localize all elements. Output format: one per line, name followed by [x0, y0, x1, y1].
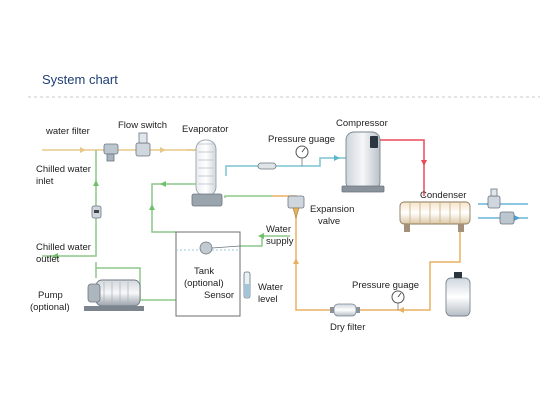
tank-to-pump-pipe: [95, 267, 176, 301]
pump-motor-ribs: [103, 282, 129, 304]
evaporator-base: [191, 193, 223, 207]
condenser-fins: [409, 202, 461, 224]
compressor: [341, 131, 385, 193]
evaporator-to-tank-pipe: [151, 183, 197, 233]
flow-arrows: [52, 147, 520, 313]
label-pump-line1: Pump: [38, 290, 63, 301]
compressor-foot: [341, 185, 385, 193]
expansion-valve-bulb: [292, 207, 300, 220]
arrow-left-icon: [52, 253, 58, 259]
water-level-gauge: [243, 271, 251, 299]
tank: [175, 231, 241, 317]
arrow-right-icon: [514, 215, 520, 221]
return-valve: [91, 205, 102, 219]
water-supply-pipe: [240, 235, 290, 247]
label-dry-filter: Dry filter: [330, 322, 365, 333]
arrow-up-icon: [293, 258, 299, 264]
pump-base: [84, 306, 144, 311]
flow-switch-head: [138, 132, 148, 144]
label-chilled-water-inlet-line1: Chilled water: [36, 164, 91, 175]
condenser-leg-right: [458, 224, 464, 232]
label-chilled-water-outlet-line1: Chilled water: [36, 242, 91, 253]
evaporator: [191, 139, 223, 207]
chart-title: System chart: [42, 72, 118, 87]
dry-filter: [330, 303, 360, 317]
dry-filter-cap-right: [356, 307, 360, 313]
condenser: [399, 201, 471, 232]
label-tank-line2: (optional): [184, 278, 224, 289]
label-flow-switch: Flow switch: [118, 120, 167, 131]
pump-head: [87, 283, 101, 303]
label-evaporator: Evaporator: [182, 124, 228, 135]
flow-switch: [135, 132, 151, 157]
return-valve-handle: [94, 210, 99, 213]
water-filter-body: [103, 143, 119, 155]
tank-float-ball: [199, 241, 213, 255]
arrow-left-icon: [160, 181, 166, 187]
label-water-supply-line1: Water: [266, 224, 291, 235]
arrow-right-icon: [160, 147, 166, 153]
label-water-level-line1: Water: [258, 282, 283, 293]
flow-switch-body: [135, 142, 151, 157]
pressure-gauge-top: [295, 145, 309, 166]
hot-gas-pipe: [380, 139, 425, 196]
arrow-left-icon: [398, 307, 404, 313]
label-chilled-water-inlet-line2: inlet: [36, 176, 54, 187]
dry-filter-cap-left: [330, 307, 334, 313]
label-pressure-guage-top: Pressure guage: [268, 134, 335, 145]
label-pressure-guage-bottom: Pressure guage: [352, 280, 419, 291]
expansion-valve-body: [287, 195, 305, 209]
arrow-up-icon: [149, 204, 155, 210]
arrow-down-icon: [421, 160, 427, 166]
condenser-valve-top: [487, 195, 501, 209]
pressure-gauge-bottom: [391, 290, 405, 310]
label-chilled-water-outlet-line2: outlet: [36, 254, 60, 265]
sight-glass: [257, 162, 277, 170]
condenser-leg-left: [404, 224, 410, 232]
water-filter-leg: [106, 153, 115, 162]
pump-motor: [95, 279, 141, 307]
component-labels: water filter Flow switch Evaporator Comp…: [30, 118, 466, 333]
water-filter: [103, 143, 119, 162]
liquid-receiver-cap: [454, 272, 462, 278]
liquid-pipe: [295, 216, 461, 311]
label-water-level-line2: level: [258, 294, 278, 305]
label-pump-line2: (optional): [30, 302, 70, 313]
evaporator-outlet-pipe: [224, 195, 272, 198]
evaporator-coil: [198, 143, 214, 185]
liquid-receiver-body: [445, 277, 471, 317]
condenser-filter: [499, 211, 515, 225]
dry-filter-body: [333, 303, 357, 317]
arrow-up-icon: [93, 180, 99, 186]
pressure-gauge-needle: [301, 147, 306, 153]
liquid-receiver: [445, 272, 471, 317]
label-sensor: Sensor: [204, 290, 234, 301]
water-level-fill: [245, 284, 249, 297]
arrow-right-icon: [80, 147, 86, 153]
compressor-terminal: [370, 136, 378, 148]
condenser-water-valve: [487, 188, 515, 225]
arrow-right-icon: [334, 155, 340, 161]
tank-float-arm: [211, 245, 241, 249]
label-expansion-valve-line2: valve: [318, 216, 340, 227]
suction-pipe: [225, 157, 346, 176]
expansion-valve: [287, 195, 305, 220]
label-tank-line1: Tank: [194, 266, 214, 277]
label-expansion-valve-line1: Expansion: [310, 204, 354, 215]
condenser-valve-handle: [490, 188, 498, 197]
pump: [84, 279, 144, 311]
condenser-shell: [399, 201, 471, 225]
arrow-left-icon: [258, 233, 264, 239]
label-condenser: Condenser: [420, 190, 466, 201]
pressure-gauge-needle: [397, 292, 402, 298]
label-water-filter: water filter: [45, 126, 90, 137]
label-water-supply-line2: supply: [266, 236, 294, 247]
label-compressor: Compressor: [336, 118, 388, 129]
